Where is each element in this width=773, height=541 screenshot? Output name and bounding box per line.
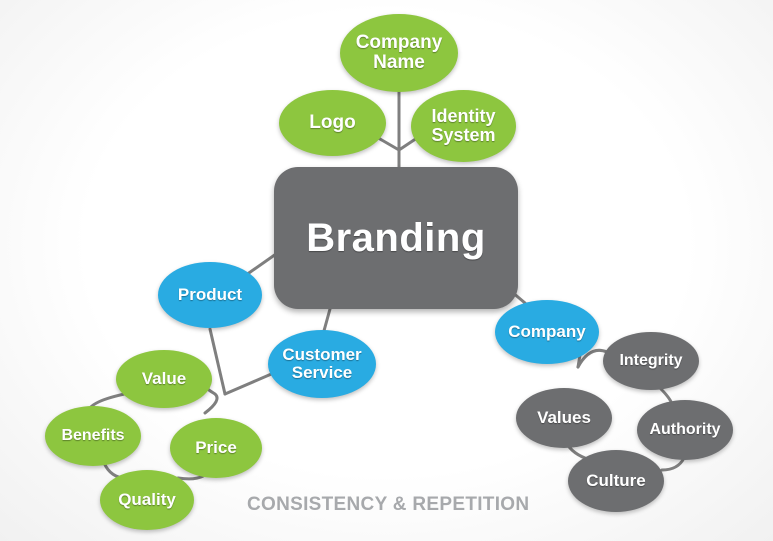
logo-node: Logo [279, 90, 386, 156]
integrity-node: Integrity [603, 332, 699, 390]
connector-customer-cluster [223, 370, 278, 396]
consistency-caption: CONSISTENCY & REPETITION [247, 494, 530, 515]
connector-product [244, 252, 278, 277]
value-node: Value [116, 350, 212, 408]
connector-product-cluster [208, 327, 227, 396]
price-node: Price [170, 418, 262, 478]
values-node: Values [516, 388, 612, 448]
company-name-node: Company Name [340, 14, 458, 92]
connector-company-ring [576, 353, 582, 369]
product-node: Product [158, 262, 262, 328]
customer-service-node: Customer Service [268, 330, 376, 398]
benefits-node: Benefits [45, 406, 141, 466]
identity-system-node: Identity System [411, 90, 516, 162]
branding-center-node: Branding [274, 167, 518, 309]
culture-node: Culture [568, 450, 664, 512]
authority-node: Authority [637, 400, 733, 460]
connector-left-ring [86, 380, 219, 481]
company-node: Company [495, 300, 599, 364]
quality-node: Quality [100, 470, 194, 530]
connector-right-ring [563, 348, 686, 472]
